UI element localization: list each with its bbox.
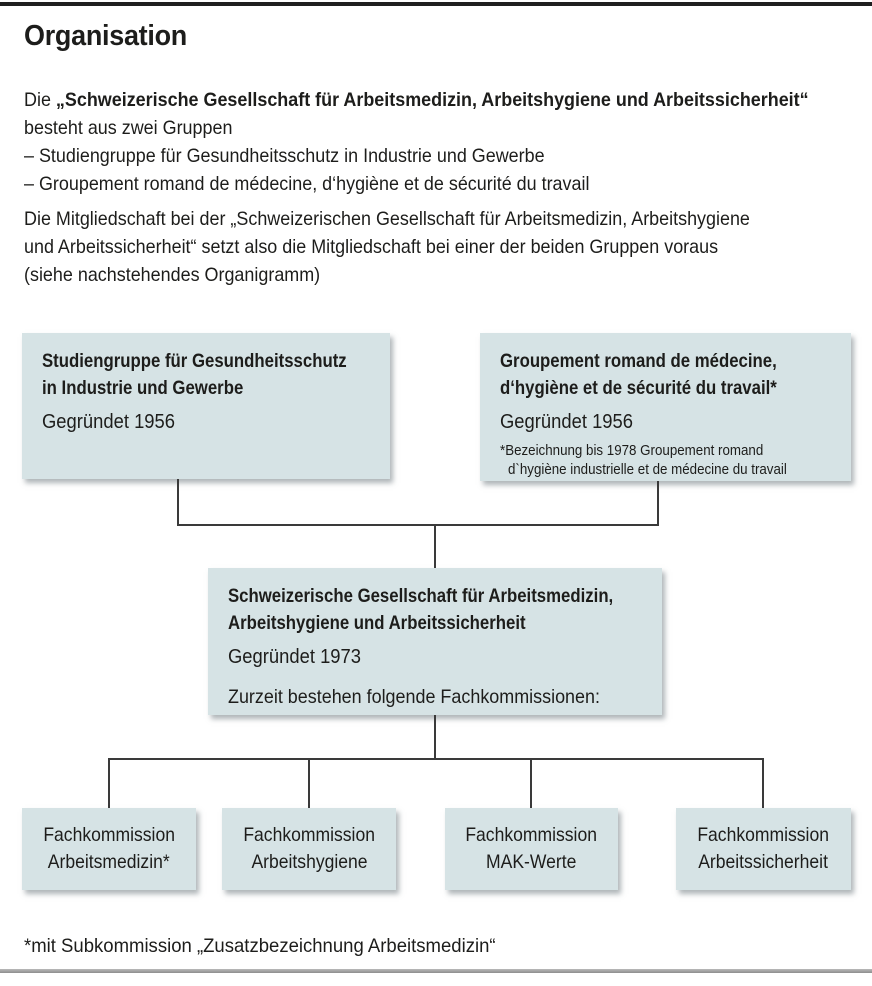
intro-list-item: – Groupement romand de médecine, d‘hygiè… bbox=[24, 173, 590, 195]
orgbox-gesellschaft: Schweizerische Gesellschaft für Arbeitsm… bbox=[208, 568, 662, 715]
connector-line bbox=[657, 481, 659, 526]
orgbox-title: Schweizerische Gesellschaft für Arbeitsm… bbox=[228, 585, 614, 634]
connector-line bbox=[177, 479, 179, 526]
orgbox-studiengruppe: Studiengruppe für Gesundheitsschutz in I… bbox=[22, 333, 390, 479]
top-rule bbox=[0, 2, 872, 6]
intro-lead-line: Die „Schweizerische Gesellschaft für Arb… bbox=[24, 86, 872, 114]
intro-line: besteht aus zwei Gruppen bbox=[24, 117, 233, 139]
intro-para2-line: und Arbeitssicherheit“ setzt also die Mi… bbox=[24, 236, 719, 258]
connector-line bbox=[177, 524, 659, 526]
intro-lead-prefix: Die bbox=[24, 89, 56, 111]
connector-line bbox=[108, 758, 764, 760]
orgbox-note: Zurzeit bestehen folgende Fachkommission… bbox=[228, 686, 600, 708]
page-title: Organisation bbox=[24, 20, 199, 53]
connector-line bbox=[530, 760, 532, 808]
connector-line bbox=[762, 760, 764, 808]
intro-text: Die „Schweizerische Gesellschaft für Arb… bbox=[24, 86, 872, 289]
orgbox-title: Studiengruppe für Gesundheitsschutz in I… bbox=[42, 350, 347, 399]
page-footnote: *mit Subkommission „Zusatzbezeichnung Ar… bbox=[24, 935, 496, 957]
orgbox-fachkommission-arbeitsmedizin: Fachkommission Arbeitsmedizin* bbox=[22, 808, 196, 890]
orgbox-founded: Gegründet 1956 bbox=[42, 411, 175, 433]
orgbox-groupement: Groupement romand de médecine, d‘hygiène… bbox=[480, 333, 851, 481]
orgbox-footnote: *Bezeichnung bis 1978 Groupement romand … bbox=[500, 443, 787, 478]
orgbox-fachkommission-arbeitssicherheit: Fachkommission Arbeitssicherheit bbox=[676, 808, 851, 890]
orgbox-founded: Gegründet 1956 bbox=[500, 411, 633, 433]
orgbox-title: Groupement romand de médecine, d‘hygiène… bbox=[500, 350, 777, 399]
intro-para2-line: Die Mitgliedschaft bei der „Schweizerisc… bbox=[24, 208, 750, 230]
connector-line bbox=[308, 760, 310, 808]
intro-para2-line: (siehe nachstehendes Organigramm) bbox=[24, 264, 321, 286]
page-title-text: Organisation bbox=[24, 20, 187, 52]
paragraph-gap bbox=[24, 198, 872, 205]
connector-line bbox=[434, 715, 436, 760]
intro-lead-bold: „Schweizerische Gesellschaft für Arbeits… bbox=[55, 89, 809, 111]
connector-line bbox=[434, 526, 436, 568]
connector-line bbox=[108, 760, 110, 808]
orgbox-fachkommission-arbeitshygiene: Fachkommission Arbeitshygiene bbox=[222, 808, 396, 890]
orgbox-founded: Gegründet 1973 bbox=[228, 646, 361, 668]
bottom-rule bbox=[0, 969, 872, 973]
intro-list-item: – Studiengruppe für Gesundheitsschutz in… bbox=[24, 145, 545, 167]
orgbox-fachkommission-mak-werte: Fachkommission MAK-Werte bbox=[445, 808, 618, 890]
